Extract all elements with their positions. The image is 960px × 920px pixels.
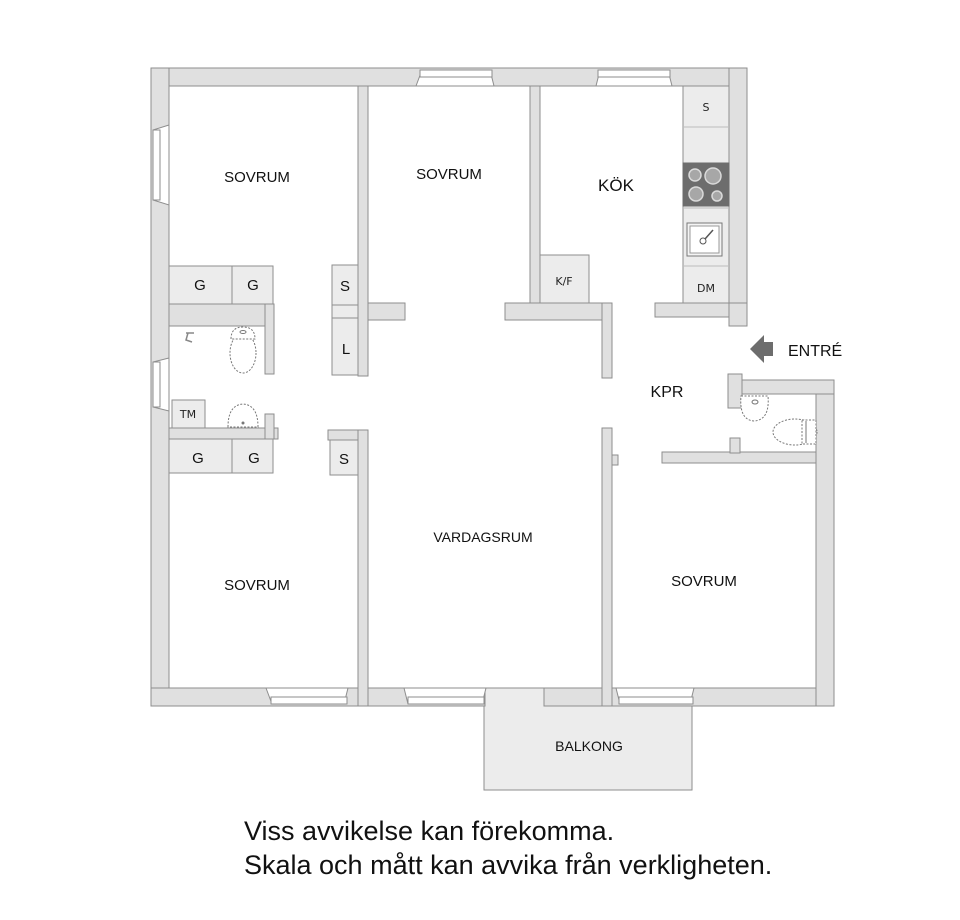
closet-top: S	[331, 264, 359, 306]
window-icon	[152, 69, 695, 705]
toilet-icon	[772, 418, 818, 446]
shower-icon	[185, 332, 194, 343]
svg-text:G: G	[194, 277, 206, 294]
outer-walls	[150, 67, 835, 707]
room-label-bedroom-top-left: SOVRUM	[224, 169, 290, 186]
room-label-bedroom-bottom-left: SOVRUM	[224, 577, 290, 594]
wardrobe-top-1: G	[168, 265, 233, 305]
fridge-freezer: K/F	[539, 254, 590, 304]
svg-text:K/F: K/F	[555, 275, 572, 288]
washbasin-icon	[227, 403, 259, 428]
room-label-hallway: KPR	[651, 384, 684, 401]
linen-closet: L	[331, 317, 359, 376]
wardrobe-bottom-2: G	[231, 438, 274, 474]
disclaimer-line-2: Skala och mått kan avvika från verklighe…	[244, 850, 773, 880]
kitchen-sink-icon	[686, 222, 723, 257]
stove-icon	[682, 162, 730, 207]
svg-text:G: G	[247, 277, 259, 294]
svg-text:L: L	[342, 341, 350, 358]
room-label-balcony: BALKONG	[555, 738, 623, 754]
room-label-bedroom-bottom-right: SOVRUM	[671, 573, 737, 590]
washer: TM	[171, 399, 206, 429]
svg-text:G: G	[248, 450, 260, 467]
interior-walls	[168, 85, 817, 707]
svg-text:G: G	[192, 450, 204, 467]
disclaimer-line-1: Viss avvikelse kan förekomma.	[244, 816, 615, 846]
closet-divider	[331, 304, 359, 319]
entrance-label: ENTRÉ	[788, 341, 842, 360]
wardrobe-bottom-1: G	[168, 438, 233, 474]
room-label-kitchen: KÖK	[598, 176, 635, 195]
toilet-icon	[229, 326, 257, 374]
arrow-left-icon	[750, 335, 773, 363]
svg-text:S: S	[703, 101, 710, 114]
washbasin-icon	[740, 395, 769, 422]
wardrobe-top-2: G	[231, 265, 274, 305]
room-label-living-room: VARDAGSRUM	[433, 529, 532, 545]
svg-text:TM: TM	[179, 408, 196, 421]
room-label-bedroom-top-middle: SOVRUM	[416, 166, 482, 183]
svg-text:S: S	[339, 451, 349, 468]
closet-bottom: S	[329, 439, 359, 476]
svg-text:S: S	[340, 278, 350, 295]
svg-text:DM: DM	[697, 282, 715, 295]
